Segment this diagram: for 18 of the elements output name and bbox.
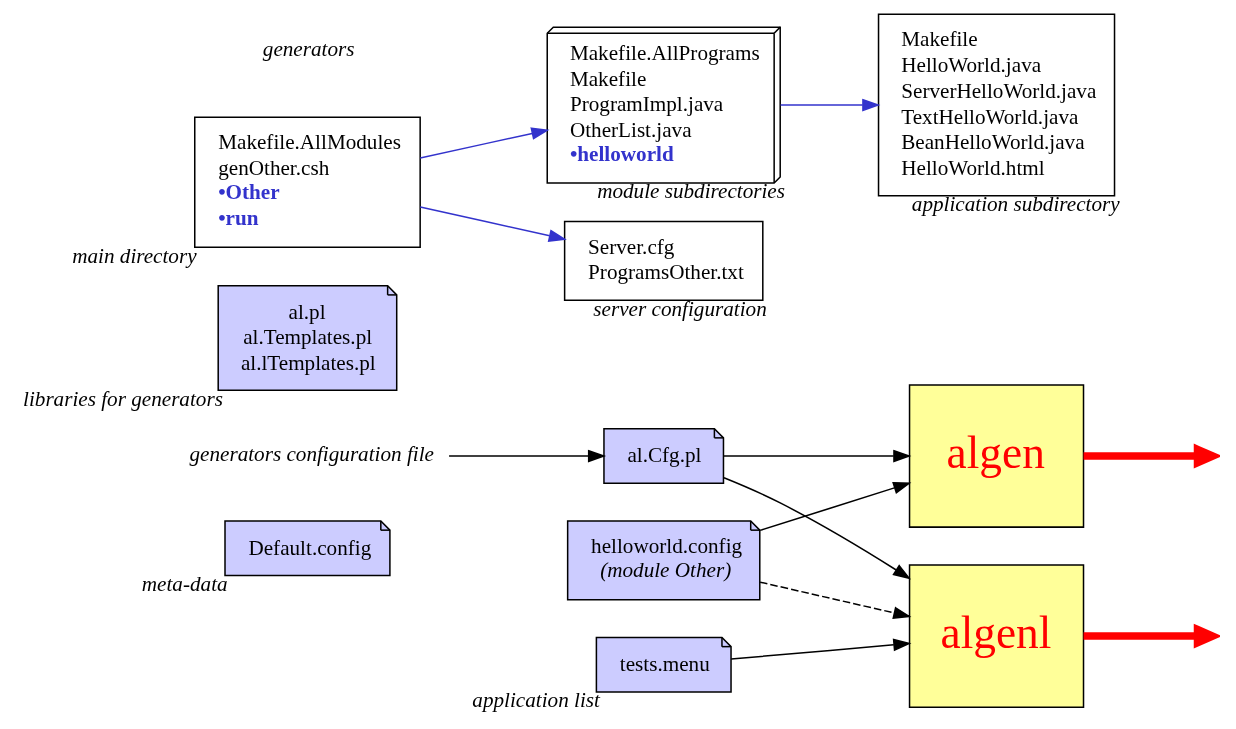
arrow — [779, 98, 880, 112]
node-text: generators configuration file — [188, 441, 434, 466]
arrow — [722, 477, 911, 580]
arrow — [419, 206, 567, 242]
arrow — [722, 449, 911, 463]
arrow — [419, 127, 549, 159]
node-box: Makefile HelloWorld.java ServerHelloWorld.java TextHelloWorld.java BeanHelloWorld.java HelloWorld.html — [877, 13, 1115, 197]
arrow — [1083, 623, 1220, 649]
label: generators — [262, 37, 354, 62]
node-box: Makefile.AllModules genOther.csh •Other •run — [193, 116, 421, 248]
arrow — [1083, 443, 1220, 469]
arrow — [447, 449, 606, 463]
node-box: algenl — [908, 564, 1084, 708]
arrow — [758, 581, 911, 619]
arrow — [729, 638, 911, 660]
node-box: algen — [908, 384, 1084, 528]
arrow — [758, 481, 911, 532]
node-box: Server.cfg ProgramsOther.txt — [563, 220, 764, 301]
